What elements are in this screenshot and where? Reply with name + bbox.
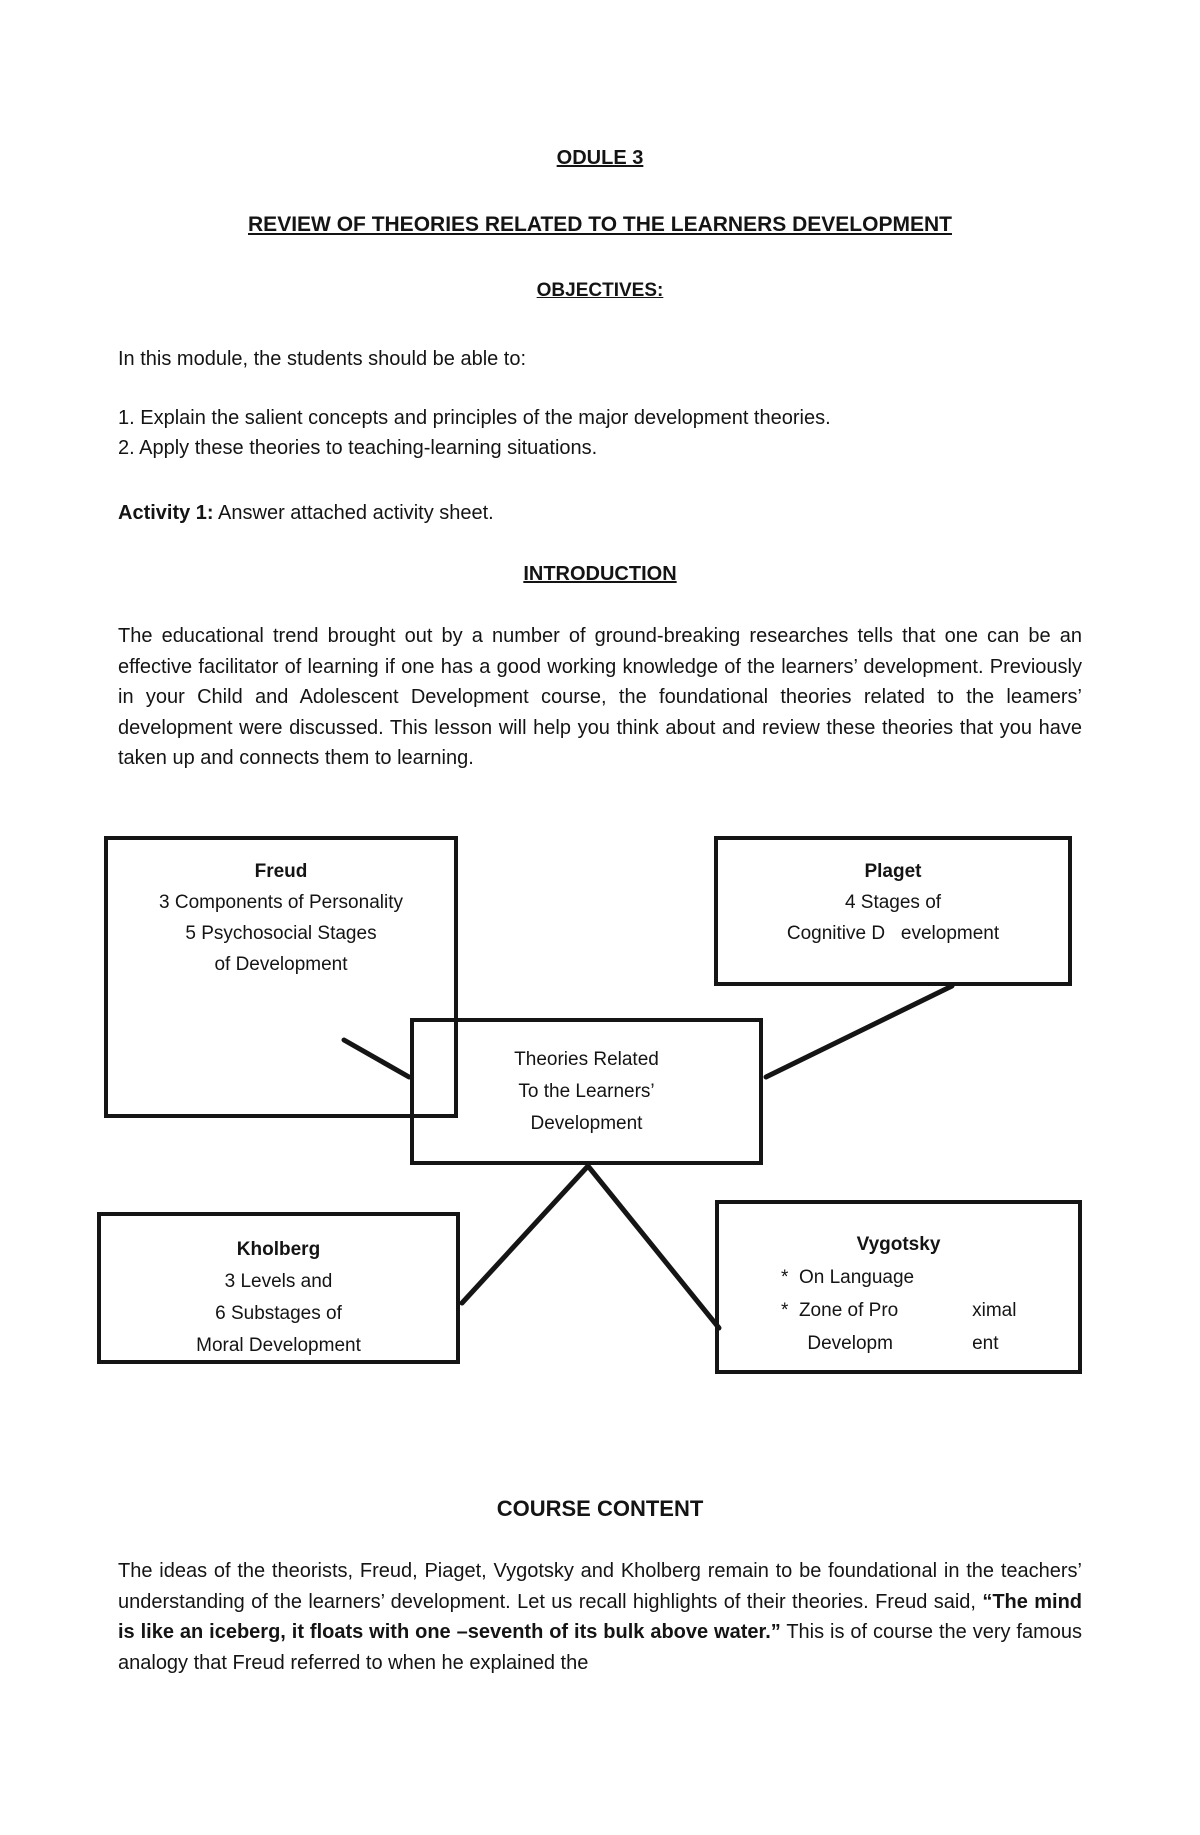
objectives-heading-text: OBJECTIVES:: [536, 280, 664, 301]
introduction-heading-text: INTRODUCTION: [523, 563, 677, 585]
connector-center-to-vygotsky: [585, 1163, 722, 1331]
kholberg-box-text: Kholberg 3 Levels and 6 Substages of Mor…: [101, 1216, 456, 1362]
freud-box-line: 5 Psychosocial Stages: [185, 923, 377, 944]
objective-item-1: 1. Explain the salient concepts and prin…: [118, 407, 831, 429]
kholberg-box-line: Moral Development: [196, 1335, 361, 1356]
main-title-text: REVIEW OF THEORIES RELATED TO THE LEARNE…: [248, 213, 952, 236]
objectives-intro-line: In this module, the students should be a…: [118, 348, 527, 370]
main-title: REVIEW OF THEORIES RELATED TO THE LEARNE…: [0, 213, 1200, 237]
diagram-box-piaget: Plaget 4 Stages of Cognitive D evelopmen…: [714, 836, 1072, 986]
center-box-line: Development: [530, 1113, 643, 1134]
freud-box-line: 3 Components of Personality: [159, 892, 403, 913]
vygotsky-box-line: * Zone of Pro ximal: [781, 1300, 1017, 1321]
kholberg-box-title: Kholberg: [236, 1239, 321, 1260]
piaget-box-text: Plaget 4 Stages of Cognitive D evelopmen…: [718, 840, 1068, 949]
center-box-line: Theories Related: [514, 1049, 659, 1070]
introduction-heading: INTRODUCTION: [0, 563, 1200, 586]
activity-line: Activity 1: Answer attached activity she…: [118, 498, 494, 528]
kholberg-box-line: 6 Substages of: [215, 1303, 342, 1324]
connector-center-to-kholberg: [459, 1163, 591, 1306]
diagram-box-vygotsky: Vygotsky * On Language * Zone of Pro xim…: [715, 1200, 1082, 1374]
course-content-heading: COURSE CONTENT: [496, 1496, 704, 1521]
module-heading: ODULE 3: [0, 147, 1200, 170]
center-box-text: Theories Related To the Learners’ Develo…: [414, 1022, 759, 1140]
diagram-box-theories-center: Theories Related To the Learners’ Develo…: [410, 1018, 763, 1165]
piaget-box-title: Plaget: [864, 861, 922, 882]
connector-piaget-to-center: [763, 983, 955, 1080]
course-content-paragraph: The ideas of the theorists, Freud, Piage…: [118, 1556, 1082, 1678]
center-box-line: To the Learners’: [518, 1081, 655, 1102]
vygotsky-box-text: Vygotsky * On Language * Zone of Pro xim…: [719, 1204, 1078, 1360]
activity-label: Activity 1:: [118, 502, 214, 524]
piaget-box-line: Cognitive D evelopment: [786, 923, 1000, 944]
kholberg-box-line: 3 Levels and: [224, 1271, 333, 1292]
activity-text: Answer attached activity sheet.: [218, 502, 494, 524]
objectives-heading: OBJECTIVES:: [0, 280, 1200, 302]
course-paragraph-start: The ideas of the theorists, Freud, Piage…: [118, 1560, 1082, 1613]
course-freud-quote: “The mind is like an iceberg, it floats …: [118, 1590, 1083, 1644]
objective-item-2: 2. Apply these theories to teaching-lear…: [118, 437, 598, 459]
freud-box-line: of Development: [214, 954, 348, 975]
course-paragraph-end: This is of course the very famous analog…: [118, 1621, 1082, 1674]
introduction-paragraph: The educational trend brought out by a n…: [118, 625, 1082, 770]
vygotsky-box-line: * On Language: [781, 1267, 915, 1288]
vygotsky-box-line: Developm ent: [781, 1333, 999, 1354]
diagram-box-freud: Freud 3 Components of Personality 5 Psyc…: [104, 836, 458, 1118]
freud-box-text: Freud 3 Components of Personality 5 Psyc…: [108, 840, 454, 980]
vygotsky-box-title: Vygotsky: [856, 1234, 941, 1255]
module-heading-text: ODULE 3: [556, 147, 644, 169]
piaget-box-line: 4 Stages of: [844, 892, 942, 913]
freud-box-title: Freud: [254, 861, 308, 882]
diagram-box-kholberg: Kholberg 3 Levels and 6 Substages of Mor…: [97, 1212, 460, 1364]
